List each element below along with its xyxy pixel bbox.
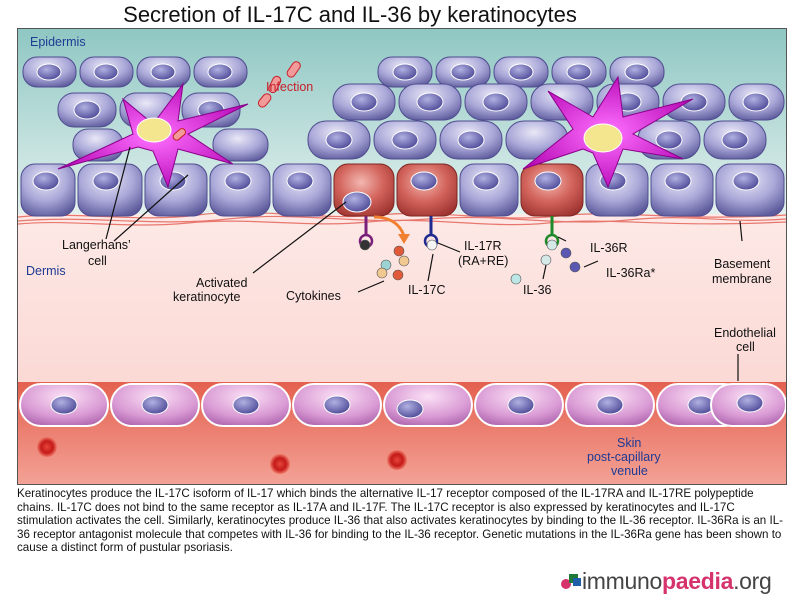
red-blood-cells xyxy=(37,437,407,474)
label-il17r-1: IL-17R xyxy=(464,239,502,253)
infection-microbes xyxy=(172,61,301,141)
cube-logo-icon xyxy=(561,574,581,589)
figure-caption: Keratinocytes produce the IL-17C isoform… xyxy=(17,487,784,555)
label-cytokines: Cytokines xyxy=(286,289,341,303)
label-epidermis: Epidermis xyxy=(30,35,86,49)
diagram-figure: Epidermis Dermis Infection Langerhans’ c… xyxy=(17,28,787,485)
label-basement-2: membrane xyxy=(712,272,772,286)
label-activated-1: Activated xyxy=(196,276,247,290)
langerhans-cell-left xyxy=(57,82,249,189)
secretion-arrow xyxy=(373,215,406,237)
label-il17c: IL-17C xyxy=(408,283,446,297)
keratinocyte-layer-basal xyxy=(20,163,785,217)
secretion-arrowhead xyxy=(398,234,410,244)
dermis-region xyxy=(18,214,786,382)
logo-text-immuno: immuno xyxy=(582,568,663,594)
label-langerhans-1: Langerhans’ xyxy=(62,238,131,252)
label-venule-1: Skin xyxy=(617,436,641,450)
label-venule-3: venule xyxy=(611,464,648,478)
langerhans-cell-right xyxy=(522,75,694,189)
keratinocyte-layer-top xyxy=(22,56,665,88)
label-endothelial-1: Endothelial xyxy=(714,326,776,340)
logo-text: immunopaedia.org xyxy=(582,568,772,595)
label-il36: IL-36 xyxy=(523,283,552,297)
label-il36ra: IL-36Ra* xyxy=(606,266,655,280)
logo-text-org: .org xyxy=(733,568,772,594)
label-il17r-2: (RA+RE) xyxy=(458,254,508,268)
diagram-scene: Epidermis Dermis Infection Langerhans’ c… xyxy=(18,29,786,484)
logo-text-paedia: paedia xyxy=(662,568,734,594)
label-venule-2: post-capillary xyxy=(587,450,661,464)
label-endothelial-2: cell xyxy=(736,340,755,354)
immunopaedia-logo[interactable]: immunopaedia.org xyxy=(560,568,785,596)
label-il36r: IL-36R xyxy=(590,241,628,255)
label-basement-1: Basement xyxy=(714,257,771,271)
label-activated-2: keratinocyte xyxy=(173,290,240,304)
figure-title: Secretion of IL-17C and IL-36 by keratin… xyxy=(123,2,577,27)
label-langerhans-2: cell xyxy=(88,254,107,268)
endothelial-layer xyxy=(19,383,786,427)
pointer-lines xyxy=(105,146,743,381)
label-infection: Infection xyxy=(266,80,313,94)
label-dermis: Dermis xyxy=(26,264,66,278)
